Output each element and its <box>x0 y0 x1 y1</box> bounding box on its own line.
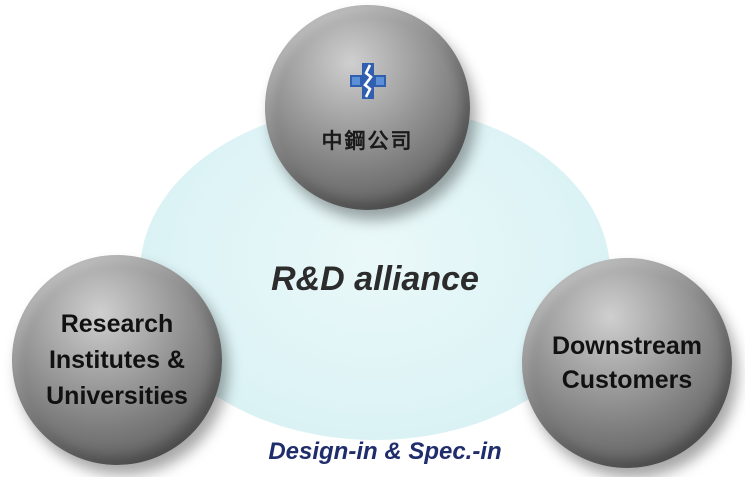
right-node-circle: Downstream Customers <box>522 258 732 468</box>
company-logo-text: 中鋼公司 <box>321 128 414 153</box>
left-node-circle: Research Institutes & Universities <box>12 255 222 465</box>
downstream-customers-label: Downstream Customers <box>551 332 703 394</box>
research-institutes-label: Research Institutes & Universities <box>46 310 188 410</box>
company-logo: 中鋼公司 <box>322 61 414 155</box>
csc-cross-logo-icon <box>349 62 386 99</box>
rd-alliance-label: R&D alliance <box>271 260 479 298</box>
top-node-circle: 中鋼公司 <box>265 5 470 210</box>
design-in-spec-in-label: Design-in & Spec.-in <box>268 438 502 465</box>
